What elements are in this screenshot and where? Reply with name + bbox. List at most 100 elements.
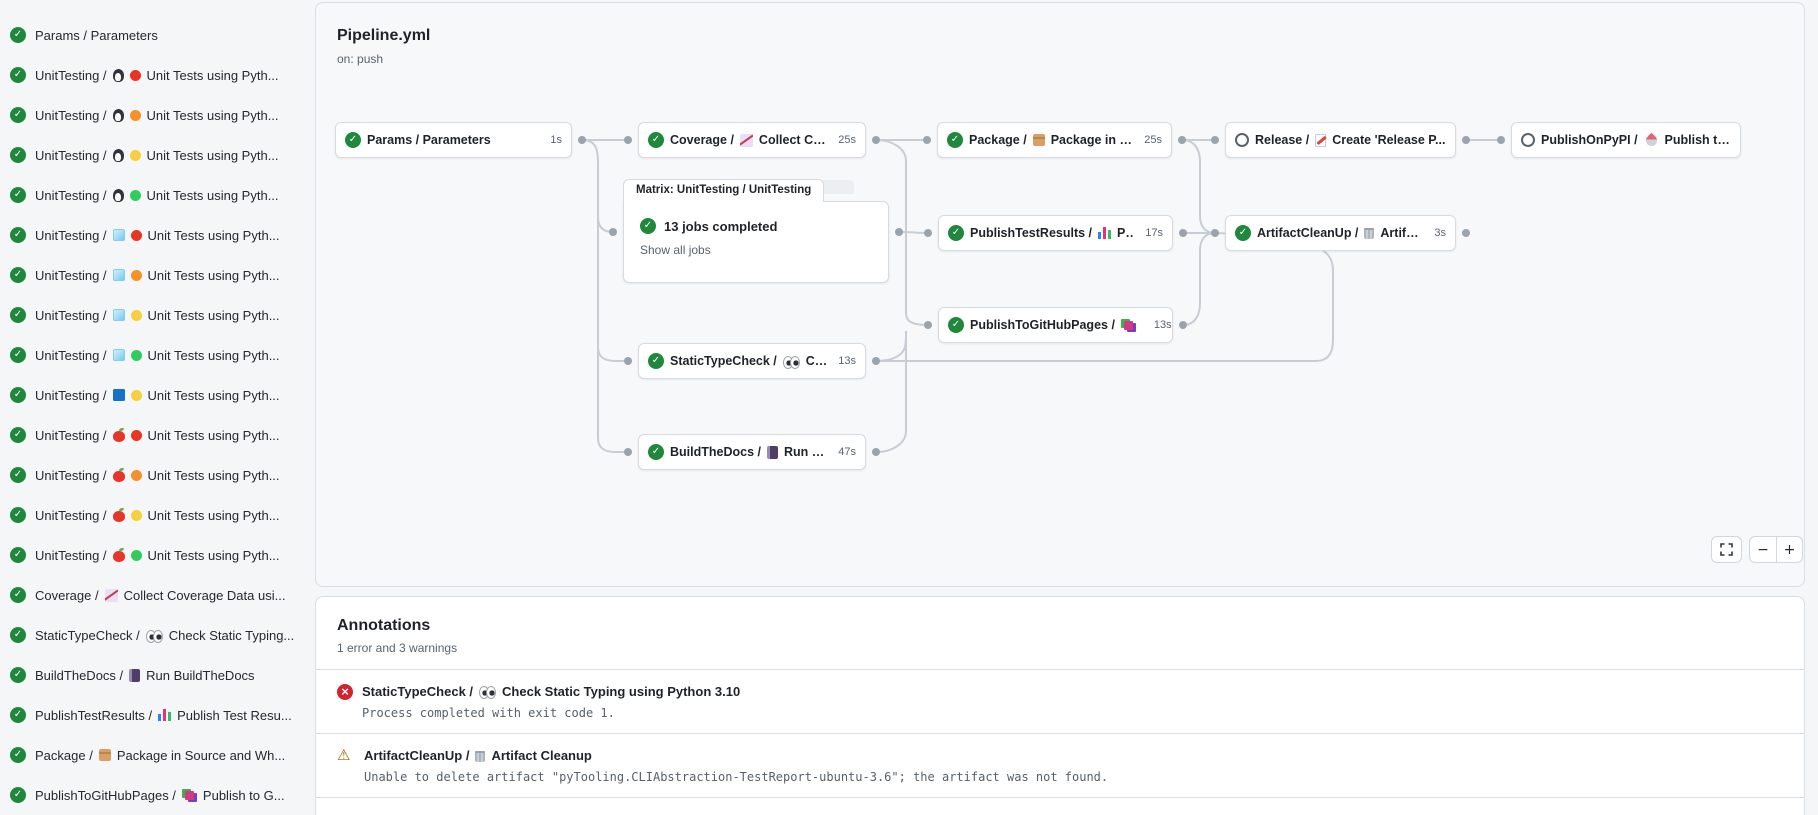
python-version-dot	[129, 189, 141, 201]
success-icon	[10, 27, 26, 43]
job-run-name: Publish to G...	[202, 787, 285, 803]
success-icon	[10, 187, 26, 203]
package-icon	[98, 749, 111, 761]
matrix-jobs-summary: 13 jobs completed	[664, 218, 778, 234]
sidebar-job-item[interactable]: UnitTesting / Unit Tests using Pyth...	[0, 335, 308, 375]
job-run-name: Unit Tests using Pyth...	[146, 107, 279, 123]
annotation-message: Unable to delete artifact "pyTooling.CLI…	[364, 770, 1109, 784]
graph-controls: − +	[1711, 536, 1803, 563]
annotation-item: ArtifactCleanUp / Artifact Cleanup Unabl…	[316, 734, 1804, 798]
ice-cube-icon	[112, 229, 125, 241]
success-icon	[10, 347, 26, 363]
ice-cube-icon	[112, 309, 125, 321]
python-version-dot	[130, 509, 142, 521]
sidebar-job-item[interactable]: UnitTesting / Unit Tests using Pyth...	[0, 135, 308, 175]
sidebar-job-item[interactable]: PublishToGitHubPages / Publish to G...	[0, 775, 308, 815]
success-icon	[648, 132, 664, 148]
layers-icon	[181, 788, 197, 802]
pipeline-trigger: on: push	[337, 52, 384, 66]
sidebar-job-item[interactable]: UnitTesting / Unit Tests using Pyth...	[0, 455, 308, 495]
sidebar-job-item[interactable]: UnitTesting / Unit Tests using Pyth...	[0, 255, 308, 295]
graph-node-release[interactable]: Release / Create 'Release P...	[1225, 122, 1456, 158]
success-icon	[10, 507, 26, 523]
job-name: StaticTypeCheck /	[35, 627, 140, 643]
annotations-summary: 1 error and 3 warnings	[337, 641, 458, 655]
sidebar-job-item[interactable]: Params / Parameters	[0, 15, 308, 55]
annotation-item: StaticTypeCheck / Check Static Typing us…	[316, 670, 1804, 734]
success-icon	[10, 107, 26, 123]
success-icon	[640, 218, 656, 234]
graph-node-publish-test-results[interactable]: PublishTestResults / Pu... 17s	[938, 215, 1173, 251]
penguin-icon	[112, 148, 124, 162]
sidebar-job-item[interactable]: UnitTesting / Unit Tests using Pyth...	[0, 415, 308, 455]
annotation-job-link[interactable]: StaticTypeCheck / Check Static Typing us…	[362, 684, 740, 699]
jobs-sidebar: Params / Parameters UnitTesting / Unit T…	[0, 15, 308, 815]
layers-icon	[1120, 318, 1136, 332]
job-name: UnitTesting /	[35, 227, 107, 243]
eyes-icon	[782, 355, 800, 369]
pipeline-graph-panel: Pipeline.yml on: push	[315, 2, 1805, 587]
package-icon	[1032, 134, 1045, 146]
matrix-ghost-tab	[816, 180, 854, 194]
annotation-job-link[interactable]: ArtifactCleanUp / Artifact Cleanup	[364, 748, 1108, 763]
matrix-group-tab[interactable]: Matrix: UnitTesting / UnitTesting	[623, 179, 825, 202]
job-run-name: Publish Test Resu...	[177, 707, 292, 723]
sidebar-job-item[interactable]: BuildTheDocs / Run BuildTheDocs	[0, 655, 308, 695]
sidebar-job-item[interactable]: UnitTesting / Unit Tests using Pyth...	[0, 295, 308, 335]
python-version-dot	[130, 549, 142, 561]
sidebar-job-item[interactable]: UnitTesting / Unit Tests using Pyth...	[0, 495, 308, 535]
graph-node-static-type-check[interactable]: StaticTypeCheck / Chec... 13s	[638, 343, 866, 379]
graph-node-build-the-docs[interactable]: BuildTheDocs / Run Buil... 47s	[638, 434, 866, 470]
job-name: UnitTesting /	[35, 187, 107, 203]
annotation-job-title: Check Static Typing using Python 3.10	[502, 684, 741, 699]
red-apple-icon	[112, 427, 125, 442]
graph-node-publish-to-github-pages[interactable]: PublishToGitHubPages / ... 13s	[938, 307, 1173, 343]
graph-node-package[interactable]: Package / Package in So... 25s	[937, 122, 1172, 158]
graph-node-publish-on-pypi[interactable]: PublishOnPyPI / Publish to ...	[1511, 122, 1741, 158]
graph-node-coverage[interactable]: Coverage / Collect Cove... 25s	[638, 122, 866, 158]
zoom-out-button[interactable]: −	[1749, 536, 1776, 563]
penguin-icon	[112, 68, 124, 82]
job-name: Coverage /	[35, 587, 99, 603]
job-name: UnitTesting /	[35, 67, 107, 83]
job-run-name: Unit Tests using Pyth...	[147, 307, 280, 323]
python-version-dot	[130, 349, 142, 361]
sidebar-job-item[interactable]: Coverage / Collect Coverage Data usi...	[0, 575, 308, 615]
skipped-icon	[1521, 133, 1535, 147]
python-version-dot	[129, 109, 141, 121]
success-icon	[10, 427, 26, 443]
pipeline-title: Pipeline.yml	[337, 27, 431, 44]
success-icon	[648, 444, 664, 460]
sidebar-job-item[interactable]: UnitTesting / Unit Tests using Pyth...	[0, 95, 308, 135]
success-icon	[10, 147, 26, 163]
annotations-title: Annotations	[337, 617, 431, 634]
job-name: UnitTesting /	[35, 267, 107, 283]
annotation-job-name: ArtifactCleanUp /	[364, 748, 470, 763]
annotations-panel: Annotations 1 error and 3 warnings Stati…	[315, 596, 1805, 815]
sidebar-job-item[interactable]: UnitTesting / Unit Tests using Pyth...	[0, 375, 308, 415]
job-run-name: Unit Tests using Pyth...	[146, 67, 279, 83]
sidebar-job-item[interactable]: StaticTypeCheck / Check Static Typing...	[0, 615, 308, 655]
sidebar-job-item[interactable]: Package / Package in Source and Wh...	[0, 735, 308, 775]
job-run-name: Unit Tests using Pyth...	[147, 427, 280, 443]
red-apple-icon	[112, 507, 125, 522]
graph-node-params[interactable]: Params / Parameters 1s	[335, 122, 572, 158]
sidebar-job-item[interactable]: UnitTesting / Unit Tests using Pyth...	[0, 215, 308, 255]
sidebar-job-item[interactable]: UnitTesting / Unit Tests using Pyth...	[0, 175, 308, 215]
graph-edges	[578, 136, 1505, 456]
success-icon	[10, 747, 26, 763]
python-version-dot	[130, 229, 142, 241]
python-version-dot	[130, 429, 142, 441]
job-name: BuildTheDocs /	[35, 667, 124, 683]
wastebasket-icon	[1364, 228, 1375, 239]
sidebar-job-item[interactable]: UnitTesting / Unit Tests using Pyth...	[0, 55, 308, 95]
show-all-jobs-link[interactable]: Show all jobs	[640, 243, 711, 257]
fullscreen-button[interactable]	[1711, 536, 1742, 563]
sidebar-job-item[interactable]: PublishTestResults / Publish Test Resu..…	[0, 695, 308, 735]
success-icon	[10, 67, 26, 83]
graph-node-artifact-cleanup[interactable]: ArtifactCleanUp / Artifac... 3s	[1225, 215, 1456, 251]
chart-increasing-icon	[104, 588, 118, 602]
zoom-in-button[interactable]: +	[1776, 536, 1803, 563]
sidebar-job-item[interactable]: UnitTesting / Unit Tests using Pyth...	[0, 535, 308, 575]
